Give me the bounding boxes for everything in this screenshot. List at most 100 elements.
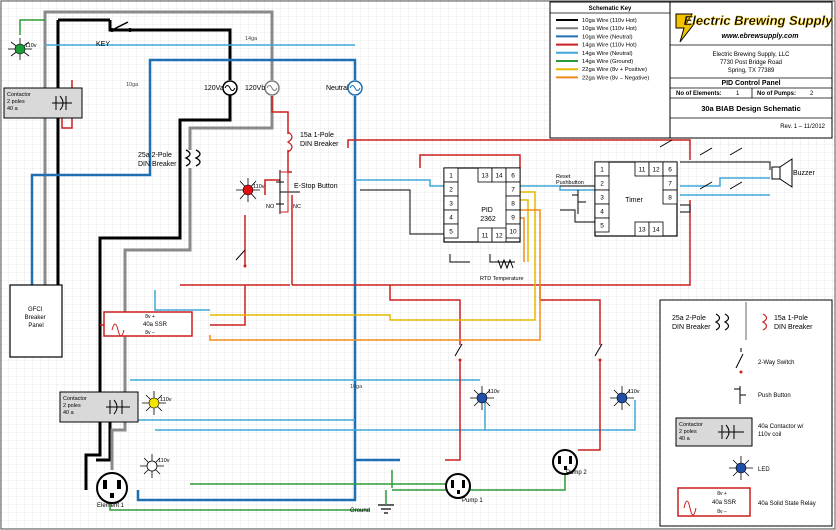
pin-number: 8: [511, 200, 515, 207]
label-120va: 120Va: [204, 85, 224, 92]
legend-contactor-symbol-label: Contactor 2 poles 40 a: [679, 422, 704, 442]
pin-number: 1: [600, 166, 604, 173]
contactor-bottom-line2: 2 poles: [63, 403, 81, 409]
breaker-25a-label: 25a 2-Pole DIN Breaker: [138, 152, 177, 168]
buzzer-label: Buzzer: [793, 170, 815, 177]
pin-number: 14: [495, 172, 503, 179]
key-entry-label: 10ga Wire (110v Hot): [582, 26, 637, 32]
element-outlet: [96, 472, 128, 504]
pin-number: 14: [652, 226, 660, 233]
logo-url: www.ebrewsupply.com: [722, 33, 799, 40]
pin-box: [662, 189, 678, 205]
pump1-label: Pump 1: [462, 498, 483, 504]
contactor-bottom: [59, 391, 139, 423]
pump2-led-icon: [610, 386, 634, 410]
legend-ssr-icon: [677, 487, 751, 517]
legend-contactor-icon: [675, 417, 753, 447]
wires-timer-black: [360, 161, 771, 263]
key-entries: 10ga Wire (110v Hot)10ga Wire (110v Hot)…: [556, 18, 649, 81]
contactor-top-label: Contactor 2 poles 40 a: [7, 92, 32, 112]
white-led-icon: [140, 454, 164, 478]
legend-15a-label: 15a 1-Pole DIN Breaker: [774, 315, 813, 331]
pin-number: 1: [449, 172, 453, 179]
reset-label: Reset Pushbutton: [556, 174, 584, 186]
pump2-outlet: [552, 449, 578, 475]
legend-pushbutton-label: Push Button: [758, 393, 791, 399]
pump2-switch[interactable]: [594, 343, 603, 362]
ssr-main: [103, 311, 193, 337]
legend-25a-label: 25a 2-Pole DIN Breaker: [672, 315, 711, 331]
rtd-label: RTD Temperature: [480, 276, 524, 282]
pump1-switch[interactable]: [454, 343, 463, 362]
pin-number: 5: [600, 222, 604, 229]
pid-label: PID 2362: [480, 207, 496, 223]
buzzer-switches[interactable]: [659, 139, 743, 190]
breaker-25a-line2: DIN Breaker: [138, 161, 177, 168]
pin-box: [648, 221, 664, 237]
legend-ssr-minus: 8v –: [717, 509, 727, 515]
wires-10ga-neutral-blue: [30, 58, 400, 502]
panel-name: PID Control Panel: [721, 80, 780, 87]
pin-number: 2: [449, 186, 453, 193]
pin-number: 12: [495, 232, 503, 239]
pumps-value: 2: [810, 91, 814, 97]
key-entry-label: 22ga Wire (8v + Positive): [582, 67, 647, 73]
contactor-top-line2: 2 poles: [7, 99, 25, 105]
green-led-icon: [8, 38, 32, 60]
pin-number: 2: [600, 180, 604, 187]
pin-number: 5: [449, 228, 453, 235]
input-120vb: [264, 80, 280, 96]
input-120va: [222, 80, 238, 96]
contactor-top-line3: 40 a: [7, 106, 19, 112]
ground-label: Ground: [350, 508, 370, 514]
legend-25a-line1: 25a 2-Pole: [672, 315, 706, 322]
pin-number: 12: [652, 166, 660, 173]
legend-contactor-line3: 40 a: [679, 436, 691, 442]
estop-label: E-Stop Button: [294, 183, 338, 190]
contactor-top-line1: Contactor: [7, 92, 31, 98]
pump1-led-voltage: 110v: [488, 389, 500, 395]
breaker-15a-label: 15a 1-Pole DIN Breaker: [300, 132, 339, 148]
pin-number: 4: [449, 214, 453, 221]
ssr-switch[interactable]: [235, 249, 247, 268]
legend-contactor-line2: 2 poles: [679, 429, 697, 435]
contactor-bottom-label: Contactor 2 poles 40 a: [63, 396, 88, 416]
estop-button[interactable]: [276, 170, 300, 214]
pin-number: 7: [511, 186, 515, 193]
key-switch[interactable]: [110, 21, 132, 32]
pin-box: [491, 227, 507, 243]
element-label: Element 1: [97, 503, 125, 509]
reset-pushbutton[interactable]: [572, 190, 586, 214]
pump1-outlet: [445, 473, 471, 499]
key-entry-label: 14ga Wire (110v Hot): [582, 43, 637, 49]
ssr-minus: 8v –: [145, 330, 155, 336]
key-switch-label: KEY: [96, 41, 110, 48]
timer-label: Timer: [625, 197, 643, 204]
design-name: 30a BIAB Design Schematic: [701, 104, 801, 113]
title-block: [669, 1, 833, 139]
legend-ssr-name: 40a SSR: [712, 500, 737, 506]
red-led-voltage: 110v: [253, 184, 265, 190]
pin-number: 3: [600, 194, 604, 201]
legend-25a-breaker-icon: [714, 313, 730, 331]
input-neutral: [347, 80, 363, 96]
breaker-15a-line2: DIN Breaker: [300, 141, 339, 148]
yellow-led-icon: [142, 391, 166, 415]
elements-label: No of Elements:: [676, 91, 722, 97]
pin-number: 3: [449, 200, 453, 207]
gfci-line2: Breaker: [25, 315, 46, 321]
pin-number: 13: [481, 172, 489, 179]
label-120vb: 120Vb: [245, 85, 265, 92]
led-top-voltage: 110v: [25, 43, 37, 49]
pump2-label: Pump 2: [566, 470, 587, 476]
pin-number: 8: [668, 194, 672, 201]
breaker-25a-line1: 25a 2-Pole: [138, 152, 172, 159]
legend-2way-label: 2-Way Switch: [758, 360, 794, 366]
pumps-label: No of Pumps:: [757, 91, 796, 97]
ground-icon: [378, 490, 394, 514]
reset-label-line1: Reset: [556, 174, 571, 180]
